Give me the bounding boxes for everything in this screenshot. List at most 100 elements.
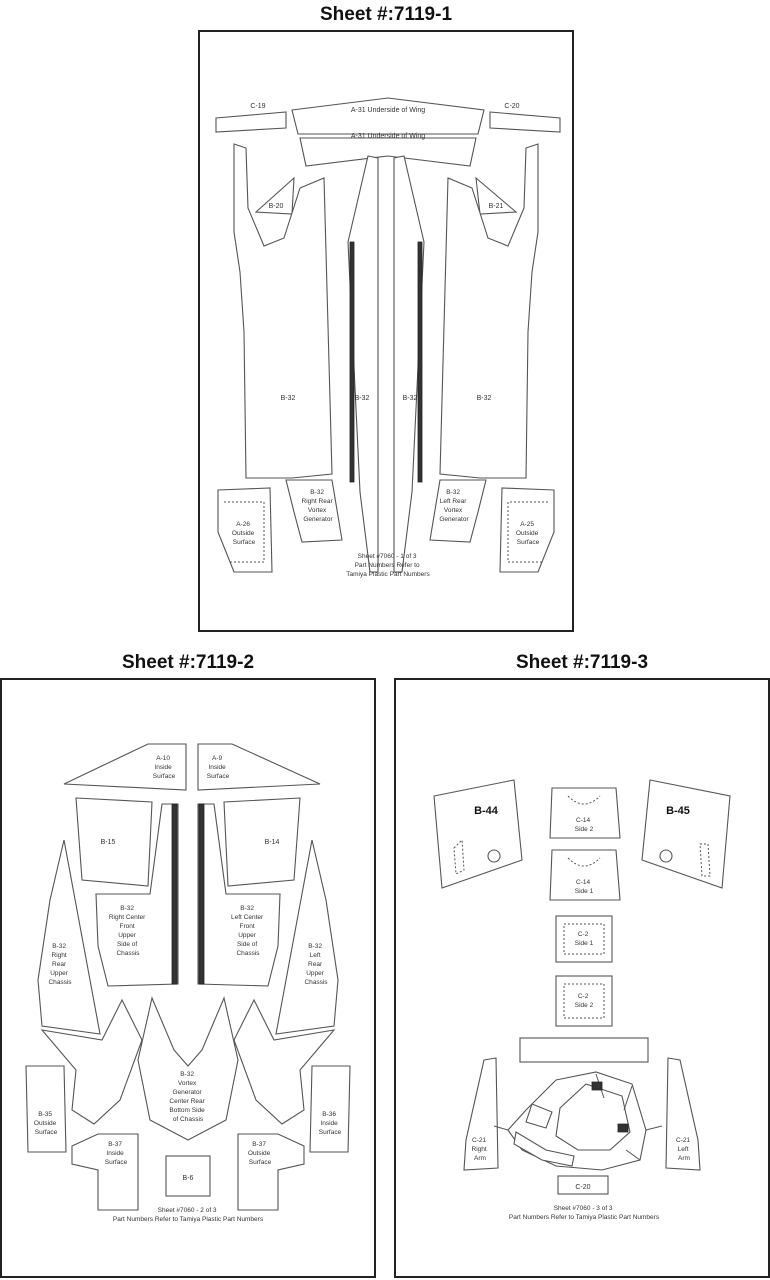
sheet-2-title: Sheet #:7119-2 [121,652,255,673]
part-lower-left-flare [40,998,143,1125]
sheet-3-footer: Sheet #7060 - 3 of 3 Part Numbers Refer … [509,1205,660,1221]
label-c14-side1: C-14 Side 1 [575,879,594,895]
part-left-rear-upper [275,839,339,1035]
part-a10 [63,743,187,791]
part-a25 [499,487,555,573]
part-c19 [215,111,287,133]
c14-side1-arc [567,857,601,867]
part-b37-outside [237,1133,305,1211]
label-a31-lower: A-31 Underside of Wing [351,133,425,140]
label-vortex-generator-center: B-32 Vortex Generator Center Rear Bottom… [169,1071,206,1123]
label-c20: C-20 [504,103,519,110]
label-c19: C-19 [250,103,265,110]
part-b21 [475,176,518,215]
part-a26 [217,487,273,573]
part-c14-side2 [549,787,621,839]
c2-side1-dashes [563,923,605,955]
c14-side2-arc [567,795,601,805]
label-b32-4: B-32 [477,395,492,402]
part-b14 [223,797,301,887]
label-right-rear-upper: B-32 Right Rear Upper Chassis [48,943,72,986]
label-left-rear-upper: B-32 Left Rear Upper Chassis [304,943,328,986]
sheet-3-drawing: B-44 B-45 C-14 Side 2 C-14 Side 1 C-2 Si… [433,779,731,1221]
part-right-center-front [95,803,179,987]
label-a25: A-25 Outside Surface [516,521,540,546]
label-b32-1: B-32 [281,395,296,402]
label-right-rear-vortex: B-32 Right Rear Vortex Generator [302,489,335,523]
label-b32-2: B-32 [355,395,370,402]
label-b6: B-6 [183,1175,194,1182]
label-c21-left-arm: C-21 Left Arm [676,1137,692,1162]
label-c2-side2: C-2 Side 2 [575,993,594,1009]
label-b37-inside: B-37 Inside Surface [105,1141,128,1166]
part-b32-left-outer [233,143,333,479]
label-b32-3: B-32 [403,395,418,402]
sheet-3: B-44 B-45 C-14 Side 2 C-14 Side 1 C-2 Si… [394,678,770,1278]
label-b44: B-44 [474,805,499,817]
part-b32-right-outer [439,143,539,479]
part-c21-right-arm [463,1057,499,1171]
part-lower-right-flare [233,998,336,1125]
label-c2-side1: C-2 Side 1 [575,931,594,947]
label-b21: B-21 [489,203,504,210]
sheet-1-footer: Sheet #7060 - 1 of 3 Part Numbers Refer … [346,553,430,578]
sheet-2-drawing: A-10 Inside Surface A-9 Inside Surface B… [25,743,351,1223]
sheet-2: A-10 Inside Surface A-9 Inside Surface B… [0,678,376,1278]
c2-side2-dashes [563,983,605,1019]
label-b35: B-35 Outside Surface [34,1111,58,1136]
label-c20: C-20 [575,1184,590,1191]
part-left-center-front [197,803,281,987]
label-b45: B-45 [666,805,690,817]
part-b6 [165,1155,211,1197]
stripe-left-center [198,803,205,985]
label-b20: B-20 [269,203,284,210]
part-c14-side1 [549,849,621,901]
label-b36: B-36 Inside Surface [319,1111,342,1136]
label-b14: B-14 [265,839,280,846]
label-right-center-front: B-32 Right Center Front Upper Side of Ch… [109,905,147,957]
part-b36 [309,1065,351,1153]
label-a31-upper: A-31 Underside of Wing [351,107,425,114]
b45-hole [659,849,673,863]
part-c20 [557,1175,609,1195]
a26-dashes [224,501,265,563]
part-vortex-generator-center [137,996,239,1141]
sheet-1-title: Sheet #:7119-1 [319,4,453,25]
stripe-right-center [171,803,178,985]
label-a9: A-9 Inside Surface [207,755,230,780]
part-left-rear-vortex [429,479,487,543]
label-b37-outside: B-37 Outside Surface [248,1141,272,1166]
b44-hole [487,849,501,863]
a25-dashes [507,501,548,563]
part-b15 [75,797,153,887]
label-a10: A-10 Inside Surface [153,755,176,780]
part-b32-left-inner [347,155,379,573]
part-b35 [25,1065,67,1153]
part-a31-lower [299,137,477,167]
b44-dashes [453,838,465,875]
part-b45 [641,779,731,889]
label-b15: B-15 [101,839,116,846]
sheet-1: C-19 C-20 A-31 Underside of Wing A-31 Un… [198,30,574,632]
part-b32-right-inner [393,155,425,573]
assembly-illustration [493,1071,663,1171]
part-b44 [433,779,523,889]
stripe-left [349,241,355,483]
part-right-rear-vortex [285,479,343,543]
b45-dashes [699,843,711,877]
part-c21-left-arm [665,1057,701,1171]
label-c21-right-arm: C-21 Right Arm [472,1137,489,1162]
part-right-rear-upper [37,839,101,1035]
part-a31-upper [291,97,485,135]
sheet-1-drawing: C-19 C-20 A-31 Underside of Wing A-31 Un… [215,97,561,578]
sheet-3-title: Sheet #:7119-3 [515,652,649,673]
part-b20 [254,176,295,215]
sheet-2-footer: Sheet #7060 - 2 of 3 Part Numbers Refer … [113,1207,264,1223]
part-long-bar [519,1037,649,1063]
part-a9 [197,743,321,791]
label-left-center-front: B-32 Left Center Front Upper Side of Cha… [231,905,265,957]
stripe-right [417,241,423,483]
part-c20 [489,111,561,133]
part-b37-inside [71,1133,139,1211]
label-a26: A-26 Outside Surface [232,521,256,546]
